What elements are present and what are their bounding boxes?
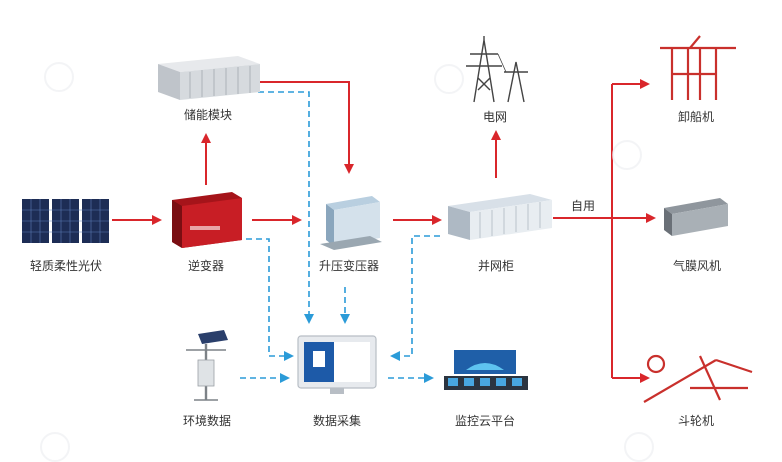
transformer-icon <box>320 196 382 250</box>
ship-unloader-icon <box>660 35 736 100</box>
grid-cabinet-icon <box>448 194 552 240</box>
watermark-icon <box>612 140 642 170</box>
inverter-icon <box>172 192 242 248</box>
weather-station-icon <box>186 330 228 401</box>
label-self-use: 自用 <box>570 199 596 213</box>
label-step-up-transformer: 升压变压器 <box>318 259 380 273</box>
solar-panel-icon <box>22 199 109 243</box>
membrane-fan-icon <box>664 198 728 236</box>
watermark-icon <box>624 432 654 462</box>
arrow-storage-to-transformer <box>258 81 354 174</box>
watermark-icon <box>434 64 464 94</box>
power-flow-arrows <box>112 79 656 383</box>
power-tower-icon <box>466 36 528 103</box>
label-membrane-fan: 气膜风机 <box>672 259 722 273</box>
data-cabinet-to-acq <box>390 235 440 361</box>
storage-module-icon <box>158 56 260 100</box>
watermark-icon <box>44 62 74 92</box>
label-monitoring-platform: 监控云平台 <box>454 414 516 428</box>
label-storage-module: 储能模块 <box>183 108 233 122</box>
control-room-icon <box>444 350 528 390</box>
watermark-icon <box>40 432 70 462</box>
label-ship-unloader: 卸船机 <box>677 110 715 124</box>
label-power-grid: 电网 <box>482 110 508 124</box>
monitor-icon <box>297 335 377 394</box>
label-grid-cabinet: 并网柜 <box>477 259 515 273</box>
label-data-acquisition: 数据采集 <box>312 414 362 428</box>
data-flow-arrows <box>240 91 440 383</box>
label-inverter: 逆变器 <box>187 259 225 273</box>
label-environment-data: 环境数据 <box>182 414 232 428</box>
bucket-wheel-icon <box>643 354 753 403</box>
data-storage-to-acq <box>258 91 314 324</box>
label-bucket-wheel: 斗轮机 <box>677 414 715 428</box>
data-inverter-to-acq <box>246 238 294 361</box>
label-solar-pv: 轻质柔性光伏 <box>29 259 103 273</box>
